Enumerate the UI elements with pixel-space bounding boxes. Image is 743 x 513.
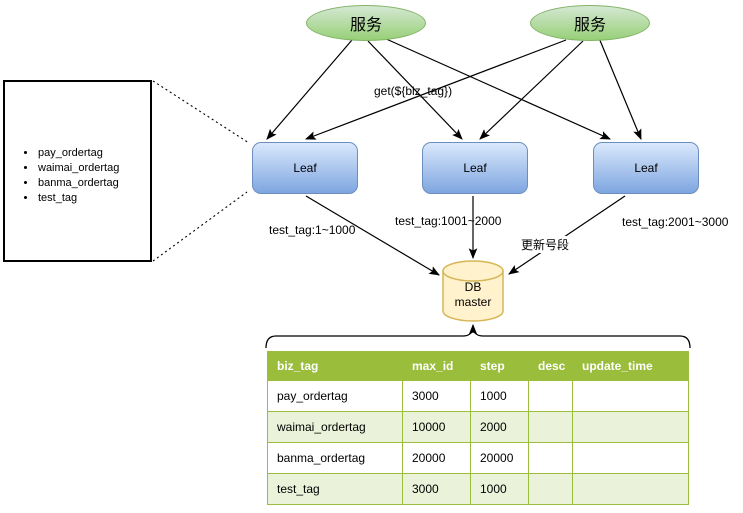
biz-tag-table: biz_tag max_id step desc update_time pay…: [267, 351, 689, 505]
cell-desc: [528, 473, 573, 505]
cell-update-time: [572, 442, 689, 474]
leaf1-to-db-arrow: [305, 195, 440, 276]
taglist-callout-bottom-line: [152, 191, 248, 262]
table-header-row: biz_tag max_id step desc update_time: [267, 351, 689, 381]
service-node-1: 服务: [306, 5, 426, 41]
service1-to-leaf2-arrow: [367, 40, 463, 140]
db-label-line2: master: [454, 295, 492, 309]
service-node-2: 服务: [530, 5, 650, 41]
cell-update-time: [572, 380, 689, 412]
cell-step: 1000: [470, 380, 529, 412]
db-cylinder: [442, 260, 504, 322]
column-header-max-id: max_id: [402, 351, 471, 381]
cell-max-id: 3000: [402, 380, 471, 412]
leaf-node-3: Leaf: [593, 142, 699, 194]
column-header-update-time: update_time: [572, 351, 689, 381]
leaf-node-1: Leaf: [252, 142, 358, 194]
table-row: pay_ordertag 3000 1000: [267, 380, 689, 412]
cell-step: 1000: [470, 473, 529, 505]
tag-list-item: test_tag: [37, 191, 150, 206]
cell-max-id: 10000: [402, 411, 471, 443]
cell-step: 20000: [470, 442, 529, 474]
cell-max-id: 20000: [402, 442, 471, 474]
table-to-db-brace: [265, 326, 691, 349]
column-header-desc: desc: [528, 351, 573, 381]
cell-max-id: 3000: [402, 473, 471, 505]
service2-to-leaf1-arrow: [304, 39, 567, 140]
table-row: waimai_ordertag 10000 2000: [267, 411, 689, 443]
service2-to-leaf2-arrow: [479, 40, 584, 140]
cell-biz-tag: banma_ordertag: [267, 442, 403, 474]
db-master-label: DB master: [443, 280, 503, 310]
table-row: test_tag 3000 1000: [267, 473, 689, 505]
update-segment-label: 更新号段: [520, 236, 571, 253]
service1-to-leaf1-arrow: [266, 39, 353, 140]
cell-step: 2000: [470, 411, 529, 443]
service2-to-leaf3-arrow: [598, 37, 642, 140]
range-label-leaf3: test_tag:2001~3000: [622, 215, 729, 229]
range-label-leaf1: test_tag:1~1000: [269, 223, 356, 237]
db-label-line1: DB: [464, 280, 482, 294]
cell-desc: [528, 442, 573, 474]
tag-list: pay_ordertag waimai_ordertag banma_order…: [37, 146, 150, 206]
cell-biz-tag: waimai_ordertag: [267, 411, 403, 443]
cell-desc: [528, 380, 573, 412]
table-row: banma_ordertag 20000 20000: [267, 442, 689, 474]
tag-list-item: pay_ordertag: [37, 146, 150, 161]
cell-desc: [528, 411, 573, 443]
taglist-callout-top-line: [152, 80, 250, 144]
service1-to-leaf3-arrow: [383, 37, 611, 140]
cell-biz-tag: pay_ordertag: [267, 380, 403, 412]
tag-list-item: banma_ordertag: [37, 176, 150, 191]
leaf3-to-db-arrow: [508, 195, 626, 275]
column-header-biz-tag: biz_tag: [267, 351, 403, 381]
cell-update-time: [572, 473, 689, 505]
tag-list-box: pay_ordertag waimai_ordertag banma_order…: [3, 80, 152, 262]
column-header-step: step: [470, 351, 529, 381]
leaf-node-2: Leaf: [422, 142, 528, 194]
cell-biz-tag: test_tag: [267, 473, 403, 505]
range-label-leaf2: test_tag:1001~2000: [395, 214, 502, 228]
get-biztag-label: get(${biz_tag}): [374, 84, 453, 98]
cell-update-time: [572, 411, 689, 443]
tag-list-item: waimai_ordertag: [37, 161, 150, 176]
